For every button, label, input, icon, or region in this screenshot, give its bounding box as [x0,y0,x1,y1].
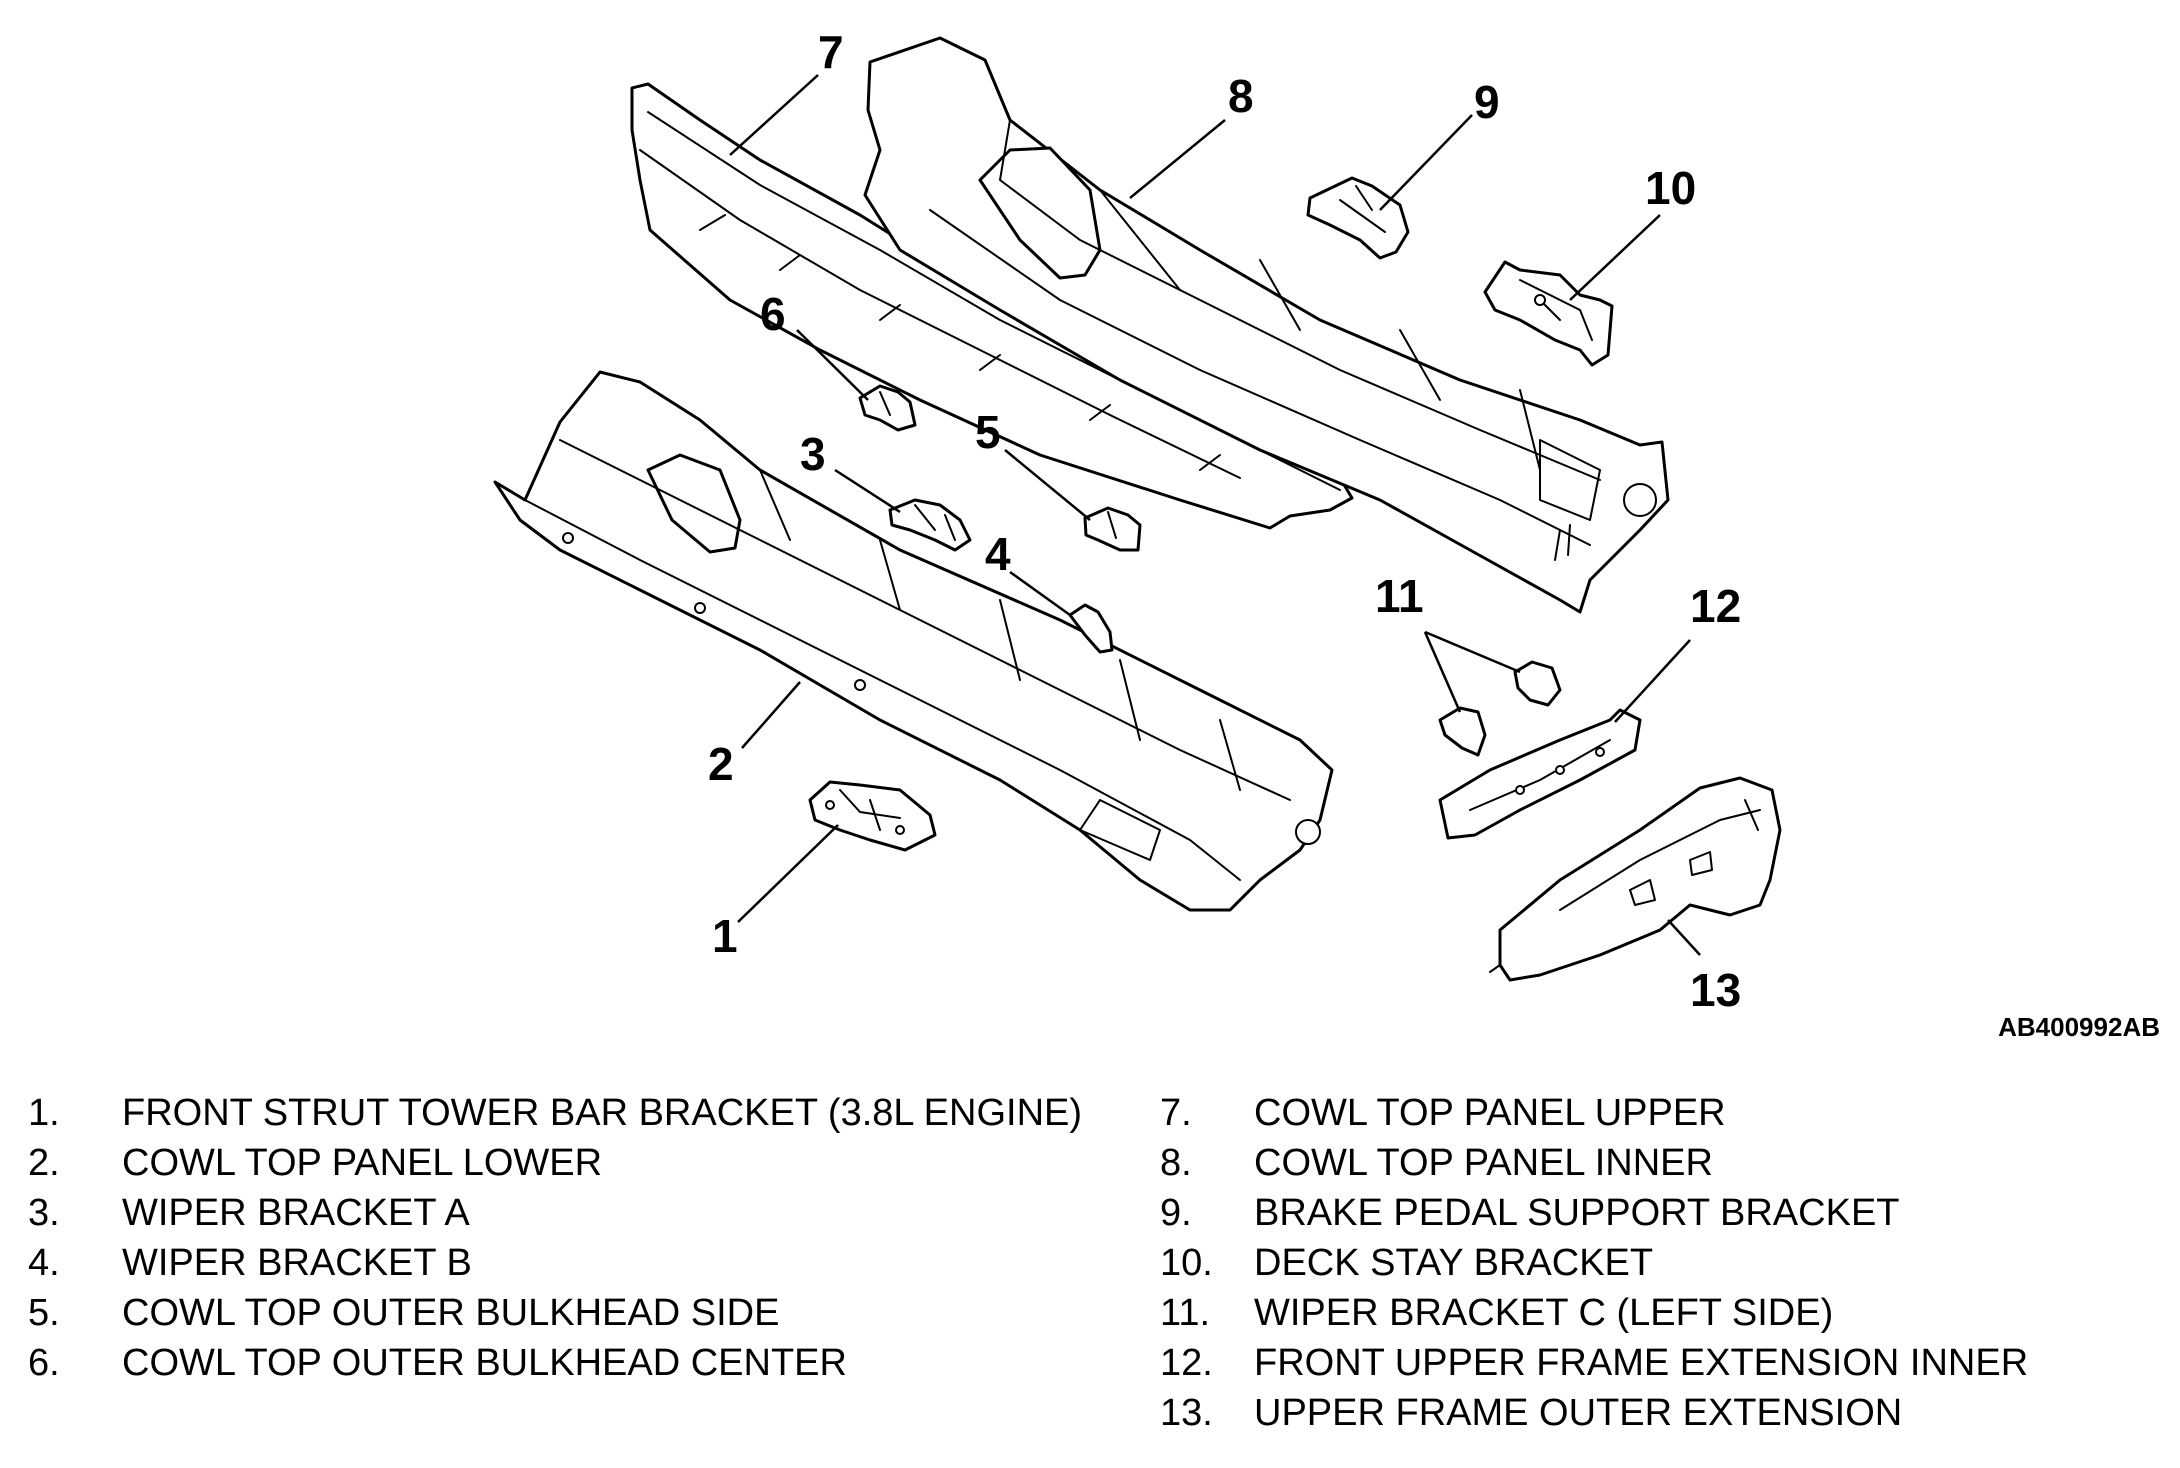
part-front-strut-tower-bar-bracket [808,780,937,852]
legend-number: 10. [1160,1242,1213,1284]
legend-item-6: 6. COWL TOP OUTER BULKHEAD CENTER [28,1338,1108,1388]
legend-number: 1. [28,1092,60,1134]
leader-lines [729,74,1701,956]
legend-item-13: 13. UPPER FRAME OUTER EXTENSION [1160,1388,2160,1438]
legend-number: 12. [1160,1342,1213,1384]
part-front-upper-frame-extension-inner [1438,708,1642,840]
legend-text: WIPER BRACKET A [122,1192,470,1234]
callout-1: 1 [712,910,738,962]
legend-item-3: 3. WIPER BRACKET A [28,1188,1108,1238]
legend-number: 6. [28,1342,60,1384]
legend-item-5: 5. COWL TOP OUTER BULKHEAD SIDE [28,1288,1108,1338]
legend-number: 5. [28,1292,60,1334]
callout-9: 9 [1474,76,1500,128]
leader-6 [796,329,869,401]
legend-text: COWL TOP PANEL UPPER [1254,1092,1726,1134]
legend-number: 8. [1160,1142,1192,1184]
callout-12: 12 [1690,580,1741,632]
legend-number: 13. [1160,1392,1213,1434]
callout-3: 3 [800,428,826,480]
legend-item-10: 10. DECK STAY BRACKET [1160,1238,2160,1288]
legend-number: 7. [1160,1092,1192,1134]
part-wiper-bracket-c [1438,660,1562,757]
figure-id: AB400992AB [1998,1012,2160,1042]
leader-13 [1667,919,1701,956]
leader-1 [737,824,839,923]
legend-text: COWL TOP PANEL LOWER [122,1142,603,1184]
legend-text: UPPER FRAME OUTER EXTENSION [1254,1392,1903,1434]
legend-text: COWL TOP OUTER BULKHEAD CENTER [122,1342,847,1384]
legend-item-7: 7. COWL TOP PANEL UPPER [1160,1088,2160,1138]
callout-11: 11 [1375,570,1424,622]
legend-item-12: 12. FRONT UPPER FRAME EXTENSION INNER [1160,1338,2160,1388]
legend-number: 9. [1160,1192,1192,1234]
leader-5 [1004,449,1091,521]
leader-8 [1129,119,1226,199]
leader-7 [729,74,819,156]
part-cowl-top-panel-inner [863,36,1670,614]
legend-number: 2. [28,1142,60,1184]
legend-text: BRAKE PEDAL SUPPORT BRACKET [1254,1192,1900,1234]
callout-4: 4 [985,528,1011,580]
legend-text: FRONT UPPER FRAME EXTENSION INNER [1254,1342,2029,1384]
legend-item-9: 9. BRAKE PEDAL SUPPORT BRACKET [1160,1188,2160,1238]
leader-2 [741,681,801,749]
callout-13: 13 [1690,964,1741,1016]
legend-number: 11. [1160,1292,1211,1334]
legend-item-4: 4. WIPER BRACKET B [28,1238,1108,1288]
callout-5: 5 [975,406,1001,458]
legend-item-1: 1. FRONT STRUT TOWER BAR BRACKET (3.8L E… [28,1088,1108,1138]
callout-8: 8 [1228,70,1254,122]
callout-6: 6 [760,288,786,340]
part-upper-frame-outer-extension [1489,776,1782,982]
part-wiper-bracket-a [888,498,972,552]
leader-4 [1009,570,1071,617]
legend-item-2: 2. COWL TOP PANEL LOWER [28,1138,1108,1188]
part-cowl-top-panel-lower [493,370,1334,912]
part-wiper-bracket-b [1068,603,1114,654]
part-deck-stay-bracket [1483,260,1614,367]
legend-text: FRONT STRUT TOWER BAR BRACKET (3.8L ENGI… [122,1092,1083,1134]
leader-11b [1424,630,1521,674]
legend-right-column: 7. COWL TOP PANEL UPPER 8. COWL TOP PANE… [1160,1088,2160,1438]
legend-text: COWL TOP PANEL INNER [1254,1142,1713,1184]
leader-11a [1423,631,1462,713]
leader-10 [1569,214,1661,301]
legend-text: DECK STAY BRACKET [1254,1242,1654,1284]
legend-item-8: 8. COWL TOP PANEL INNER [1160,1138,2160,1188]
legend-text: COWL TOP OUTER BULKHEAD SIDE [122,1292,780,1334]
callout-7: 7 [818,26,844,78]
legend-item-11: 11. WIPER BRACKET C (LEFT SIDE) [1160,1288,2160,1338]
leader-12 [1614,639,1691,723]
leader-9 [1379,114,1473,211]
part-cowl-top-outer-bulkhead-side [1083,506,1142,552]
legend-text: WIPER BRACKET B [122,1242,472,1284]
leader-3 [834,468,901,514]
callout-10: 10 [1645,162,1696,214]
part-cowl-top-outer-bulkhead-center [858,384,917,432]
callout-labels: 1 2 3 4 5 6 7 8 9 10 11 12 13 [708,26,1741,1016]
legend-number: 4. [28,1242,60,1284]
legend-left-column: 1. FRONT STRUT TOWER BAR BRACKET (3.8L E… [28,1088,1108,1388]
legend-text: WIPER BRACKET C (LEFT SIDE) [1254,1292,1834,1334]
legend-number: 3. [28,1192,60,1234]
callout-2: 2 [708,738,734,790]
part-brake-pedal-support-bracket [1306,176,1410,260]
